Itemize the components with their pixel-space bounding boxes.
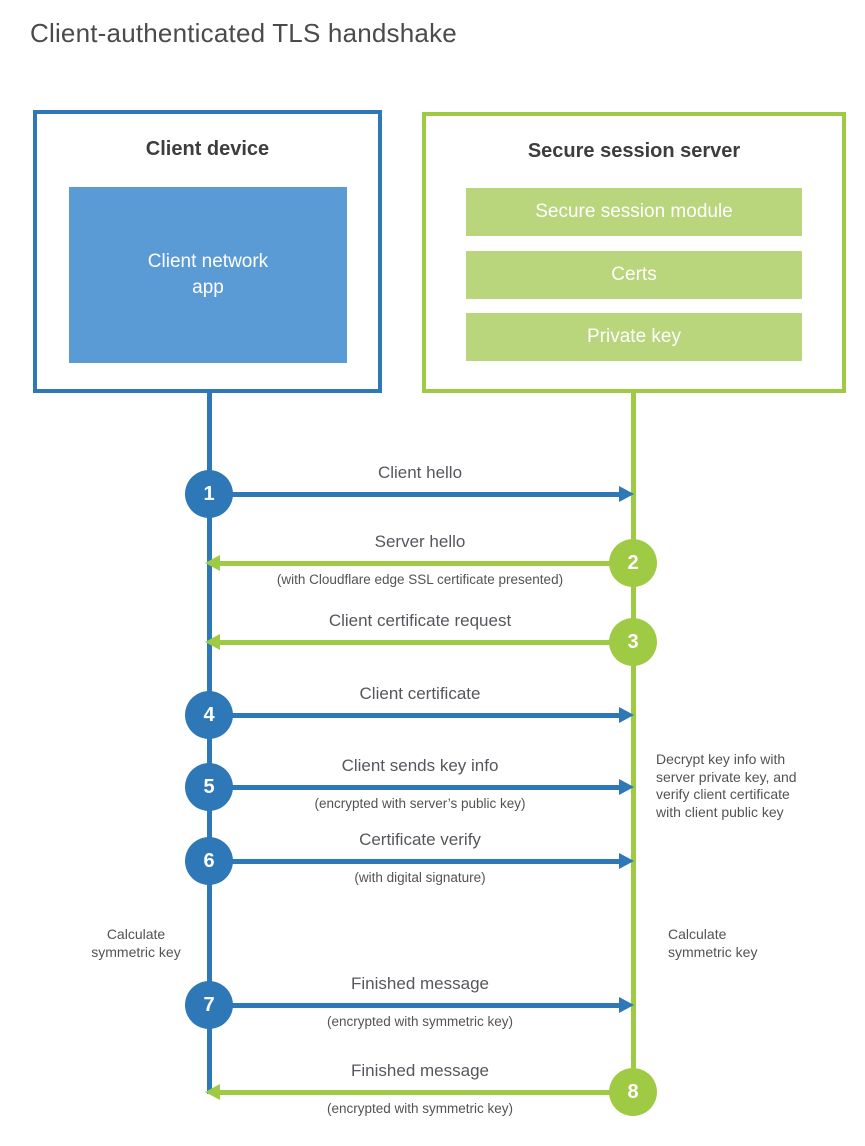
message-5-note: (encrypted with server’s public key) <box>314 796 526 811</box>
message-7-note: (encrypted with symmetric key) <box>326 1014 514 1029</box>
message-2-label: Server hello <box>374 532 466 551</box>
step-circle-1: 1 <box>185 470 233 518</box>
message-7-arrowhead <box>619 997 634 1013</box>
server-title: Secure session server <box>527 140 741 162</box>
message-4-arrow <box>211 713 620 718</box>
message-6-arrow <box>211 859 620 864</box>
page-title: Client-authenticated TLS handshake <box>30 18 457 48</box>
message-8-note: (encrypted with symmetric key) <box>326 1101 514 1116</box>
client-network-app-box: Client network app <box>69 187 347 363</box>
message-5-label: Client sends key info <box>341 756 499 775</box>
message-1-arrowhead <box>619 486 634 502</box>
message-6-label: Certificate verify <box>359 830 481 849</box>
message-2-arrowhead <box>205 555 220 571</box>
message-7-label: Finished message <box>351 974 489 993</box>
message-4-label: Client certificate <box>359 684 481 703</box>
step-circle-8: 8 <box>609 1068 657 1116</box>
note-decrypt-key-info: Decrypt key info with server private key… <box>656 751 797 820</box>
message-6-arrowhead <box>619 853 634 869</box>
message-8-arrowhead <box>205 1084 220 1100</box>
server-module-secure-session: Secure session module <box>466 188 802 236</box>
message-4-arrowhead <box>619 707 634 723</box>
message-5-arrow <box>211 785 620 790</box>
message-2-note: (with Cloudflare edge SSL certificate pr… <box>276 572 564 587</box>
step-circle-5: 5 <box>185 763 233 811</box>
step-circle-6: 6 <box>185 837 233 885</box>
message-1-arrow <box>211 492 620 497</box>
step-circle-2: 2 <box>609 539 657 587</box>
message-3-arrow <box>220 640 631 645</box>
step-circle-7: 7 <box>185 981 233 1029</box>
step-circle-3: 3 <box>609 618 657 666</box>
message-3-arrowhead <box>205 634 220 650</box>
message-2-arrow <box>220 561 631 566</box>
message-8-arrow <box>220 1090 631 1095</box>
server-module-private-key: Private key <box>466 313 802 361</box>
message-3-label: Client certificate request <box>328 611 512 630</box>
message-6-note: (with digital signature) <box>354 870 486 885</box>
note-calculate-symmetric-key-client: Calculate symmetric key <box>91 926 181 960</box>
server-lifeline <box>631 393 636 1070</box>
note-calculate-symmetric-key-server: Calculate symmetric key <box>668 926 758 960</box>
step-circle-4: 4 <box>185 691 233 739</box>
message-8-label: Finished message <box>351 1061 489 1080</box>
message-5-arrowhead <box>619 779 634 795</box>
message-1-label: Client hello <box>377 463 463 482</box>
message-7-arrow <box>211 1003 620 1008</box>
server-module-certs: Certs <box>466 251 802 299</box>
client-lifeline <box>207 393 212 1094</box>
client-device-title: Client device <box>145 138 270 160</box>
